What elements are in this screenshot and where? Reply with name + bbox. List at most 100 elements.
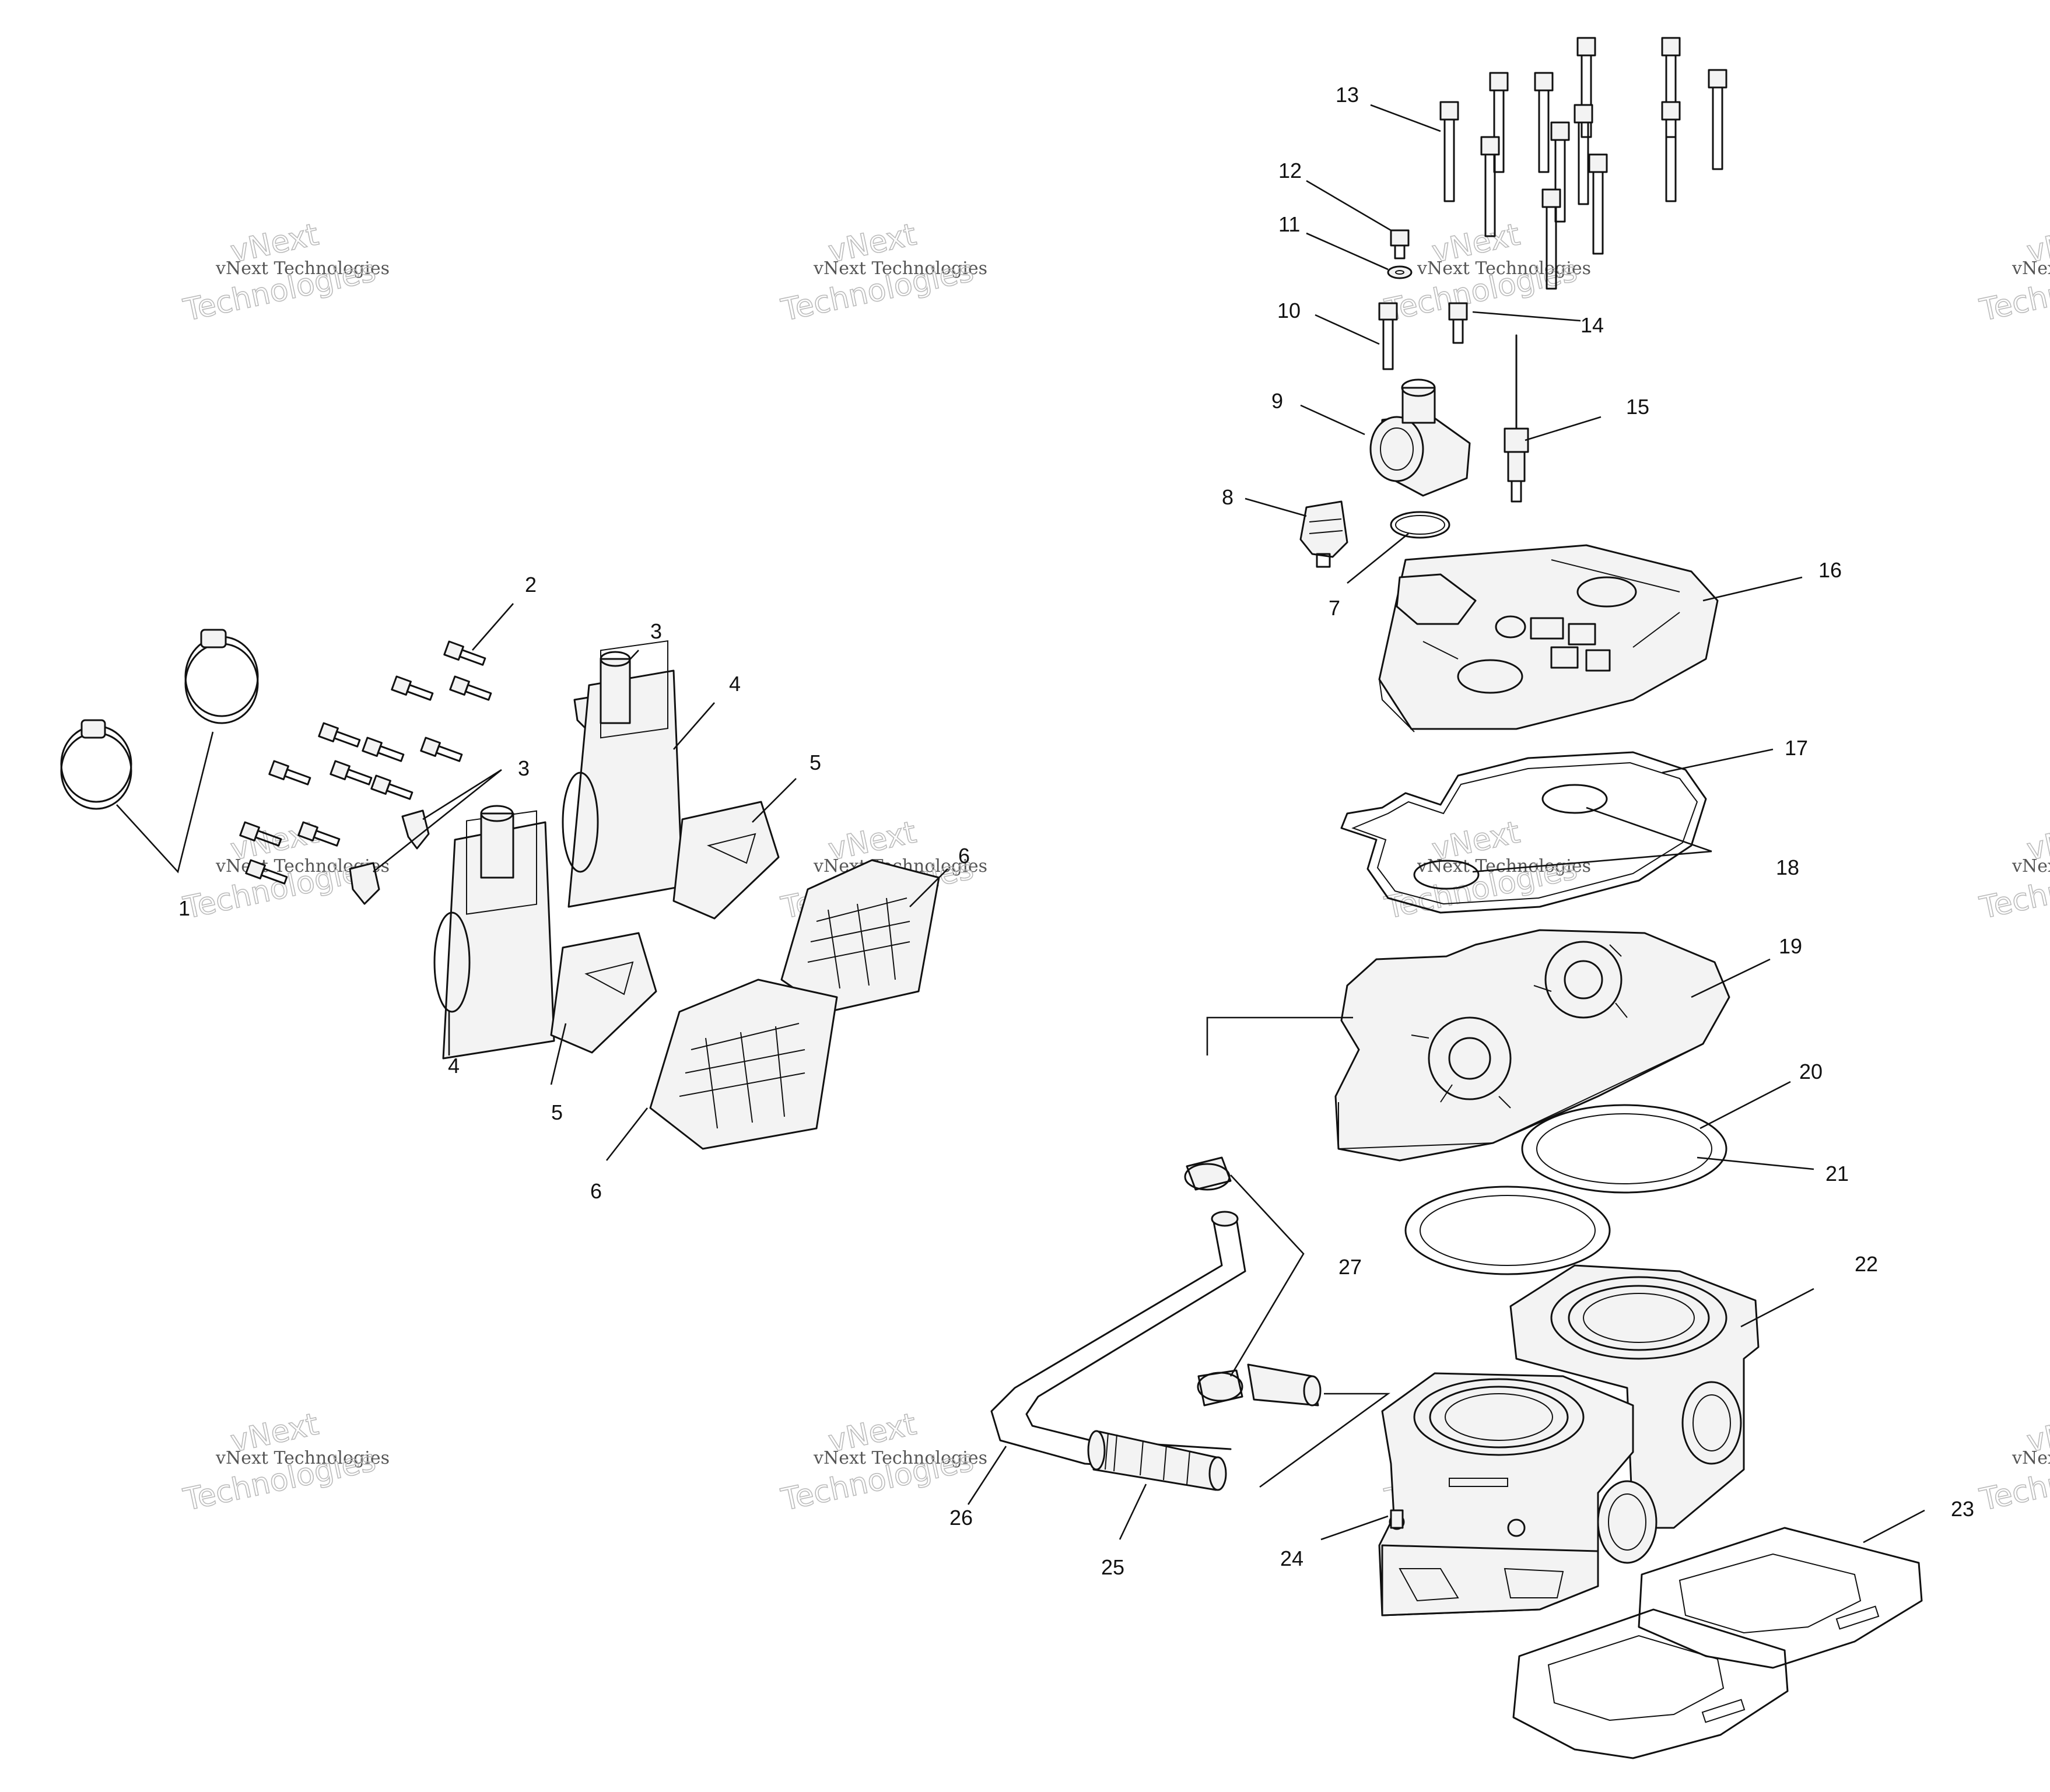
reed-cage-part-6-upper	[780, 859, 940, 1013]
o-ring-part-18	[1413, 784, 1608, 890]
leader-27	[1229, 1174, 1305, 1377]
reed-housing-part-4-upper	[562, 640, 684, 908]
callout-3a: 3	[650, 619, 662, 643]
cylinder-head-part-19	[1334, 929, 1730, 1162]
callout-4a: 4	[729, 672, 741, 696]
watermark: vNext vNext Technologies Technologies	[777, 217, 987, 329]
callout-3b: 3	[518, 756, 530, 780]
hose-clamp-part-1	[60, 629, 259, 810]
cylinder-block-part-22	[1509, 1264, 1760, 1529]
leader-5a	[752, 778, 797, 823]
callout-6a: 6	[958, 844, 970, 868]
svg-text:vNext Technologies: vNext Technologies	[813, 258, 987, 279]
leader-9	[1300, 404, 1365, 436]
svg-text:vNext Technologies: vNext Technologies	[1417, 258, 1591, 279]
callout-20: 20	[1799, 1060, 1823, 1083]
head-seal-part-17	[1340, 751, 1707, 914]
leader-1	[116, 731, 214, 874]
leader-15	[1525, 416, 1602, 441]
callout-8: 8	[1222, 485, 1233, 509]
callout-26: 26	[949, 1506, 973, 1530]
callout-13: 13	[1336, 83, 1359, 107]
callout-5b: 5	[551, 1100, 563, 1124]
thermostat-housing-part-9	[1369, 378, 1471, 497]
svg-text:vNext Technologies: vNext Technologies	[2012, 1448, 2050, 1468]
leader-20	[1699, 1081, 1791, 1130]
callout-11: 11	[1278, 212, 1300, 236]
leader-19	[1206, 1016, 1353, 1055]
leader-6b	[605, 1107, 649, 1161]
cylinder-block-part-24	[1378, 1372, 1657, 1616]
hose-connector-part-25	[1087, 1430, 1227, 1491]
svg-text:vNext Technologies: vNext Technologies	[813, 1448, 987, 1468]
callout-19: 19	[1779, 934, 1802, 958]
leader-25	[1119, 1484, 1147, 1540]
svg-text:vNext Technologies: vNext Technologies	[2012, 258, 2050, 279]
leader-13	[1370, 104, 1441, 132]
leader-17	[1662, 748, 1774, 774]
leader-12	[1306, 180, 1392, 232]
leader-19b	[1691, 958, 1771, 998]
reed-housing-part-4-lower	[433, 805, 555, 1060]
watermark-edge: vNext vNext Technologies Technologies	[1976, 1407, 2050, 1519]
callout-9: 9	[1271, 389, 1283, 413]
coolant-hose-part-26	[990, 1211, 1246, 1474]
leader-8	[1245, 497, 1307, 517]
callout-17: 17	[1785, 736, 1808, 760]
callout-23: 23	[1951, 1497, 1974, 1521]
callout-25: 25	[1101, 1555, 1124, 1579]
o-ring-part-7	[1390, 511, 1450, 539]
watermark: vNext vNext Technologies Technologies	[1381, 217, 1591, 329]
leader-27b	[1259, 1393, 1390, 1488]
callout-5a: 5	[810, 751, 821, 774]
sensor-part-15	[1504, 334, 1529, 503]
leader-18	[1472, 806, 1712, 873]
leader-24	[1320, 1515, 1389, 1541]
base-gasket-part-23	[1512, 1527, 1923, 1759]
stuffer-part-5-upper	[672, 801, 780, 920]
leader-14	[1472, 311, 1581, 322]
callout-10: 10	[1277, 299, 1301, 322]
svg-text:vNext Technologies: vNext Technologies	[1417, 856, 1591, 876]
leader-2	[472, 603, 514, 651]
svg-text:vNext Technologies: vNext Technologies	[2012, 856, 2050, 876]
leader-26	[967, 1446, 1007, 1505]
head-cover-part-16	[1378, 544, 1719, 732]
watermark: vNext vNext Technologies Technologies	[180, 1407, 390, 1519]
callout-1: 1	[178, 896, 190, 920]
bolt-part-14	[1448, 302, 1468, 344]
callout-21: 21	[1825, 1162, 1849, 1186]
leader-4a	[673, 702, 715, 750]
head-gasket-part-20-21	[1404, 1104, 1727, 1275]
callout-12: 12	[1278, 159, 1302, 183]
reed-cage-part-6-lower	[649, 979, 838, 1150]
leader-21	[1697, 1156, 1814, 1170]
callout-7: 7	[1329, 596, 1340, 620]
watermark: vNext vNext Technologies Technologies	[180, 217, 390, 329]
leader-3b	[373, 769, 502, 873]
callout-18: 18	[1776, 855, 1799, 879]
leader-7	[1347, 532, 1409, 584]
leader-10	[1315, 314, 1380, 345]
bolt-part-10	[1378, 302, 1398, 370]
callout-24: 24	[1280, 1546, 1303, 1570]
svg-text:vNext Technologies: vNext Technologies	[215, 1448, 390, 1468]
callout-22: 22	[1855, 1252, 1878, 1276]
callout-2: 2	[525, 573, 537, 597]
leader-23	[1863, 1509, 1925, 1544]
svg-text:vNext Technologies: vNext Technologies	[215, 258, 390, 279]
leader-5b	[550, 1023, 567, 1085]
leader-16	[1702, 576, 1803, 602]
callout-4b: 4	[448, 1054, 460, 1078]
small-bolt-part-12	[1390, 229, 1410, 259]
callout-14: 14	[1581, 313, 1604, 337]
watermark-edge: vNext vNext Technologies Technologies	[1976, 217, 2050, 329]
watermark: vNext vNext Technologies Technologies	[777, 1407, 987, 1519]
head-bolt-set-part-13	[1439, 37, 1727, 290]
callout-27: 27	[1338, 1255, 1362, 1279]
callout-15: 15	[1626, 395, 1649, 419]
watermark-edge: vNext vNext Technologies Technologies	[1976, 815, 2050, 927]
washer-part-11	[1387, 265, 1413, 279]
leader-6a	[909, 868, 948, 907]
